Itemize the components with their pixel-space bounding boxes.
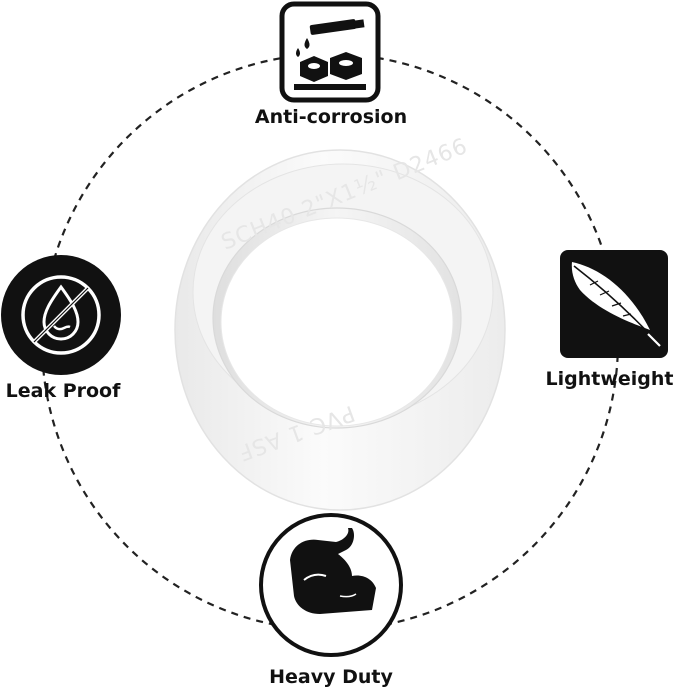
no-water-drop-icon [1, 255, 121, 375]
corrosion-icon [279, 1, 381, 103]
pvc-fitting-image: SCH40 2"X1½" D2466 PVC 1 ASF [174, 134, 506, 511]
feather-icon [560, 250, 668, 358]
anti-corrosion-label: Anti-corrosion [254, 106, 408, 128]
flexed-arm-icon [259, 513, 403, 657]
leak-proof-label: Leak Proof [5, 380, 121, 402]
heavy-duty-label: Heavy Duty [269, 666, 393, 688]
lightweight-label: Lightweight [545, 368, 674, 390]
